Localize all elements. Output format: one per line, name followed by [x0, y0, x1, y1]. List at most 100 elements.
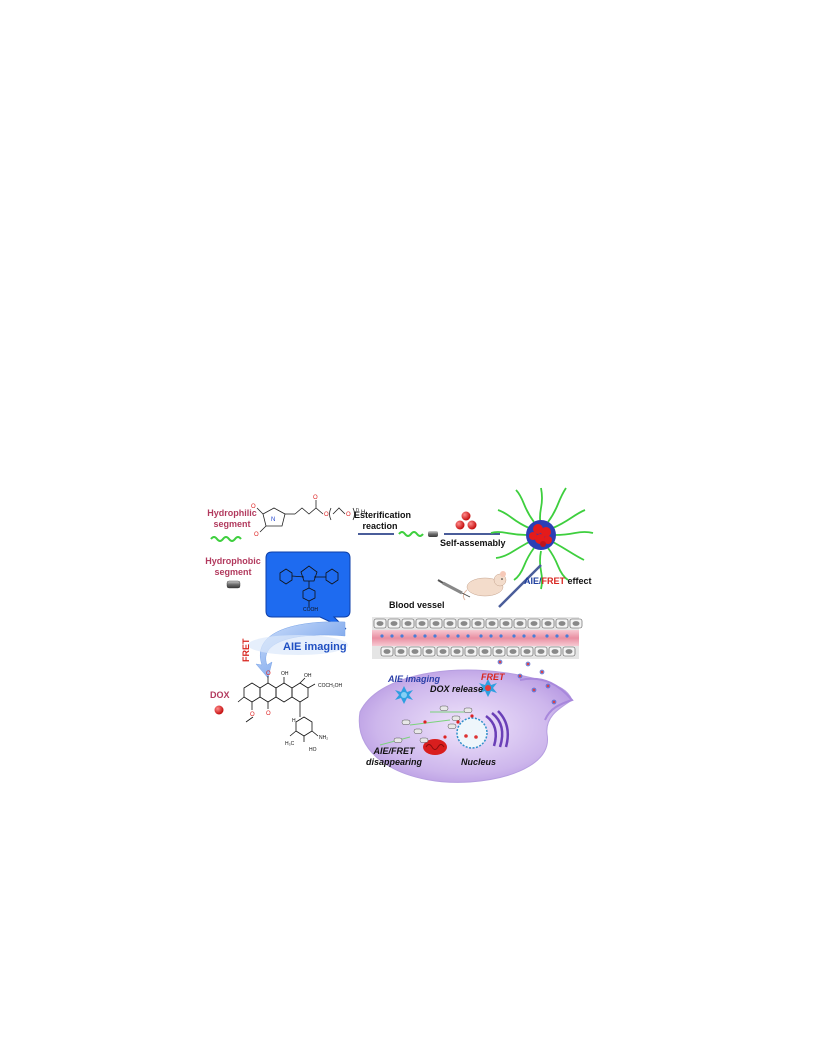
drug-capsule	[439, 705, 449, 711]
chem-ho-label: HO	[309, 747, 317, 753]
hydrophobic-segment-label: Hydrophobic segment	[205, 556, 261, 577]
vessel-particle	[390, 634, 394, 638]
aie-fret-effect-label: AIE/FRET effect	[524, 576, 592, 586]
released-dox-dot	[443, 735, 447, 739]
chem-cooch2oh-label: COCH₂OH	[318, 683, 343, 689]
released-dox-dot	[470, 714, 474, 718]
vessel-particles	[380, 634, 569, 638]
vessel-particle	[400, 634, 404, 638]
aie-box	[265, 551, 351, 630]
cell-membrane-fold	[519, 677, 574, 721]
drug-capsule	[393, 737, 403, 743]
dox-label: DOX	[210, 690, 230, 700]
endothelial-nucleus	[453, 649, 461, 654]
released-dox-dot	[423, 720, 427, 724]
endothelial-nucleus	[495, 649, 503, 654]
micelle-core	[526, 520, 556, 550]
blood-vessel-label: Blood vessel	[389, 600, 445, 610]
slash-text: /	[539, 576, 542, 586]
svg-text:N: N	[271, 517, 275, 523]
drug-capsule	[401, 719, 411, 725]
endothelial-nucleus	[390, 621, 398, 626]
nucleus	[456, 717, 488, 749]
aie-imaging-cell-label: AIE imaging	[388, 674, 441, 684]
fret-starburst-icon	[479, 679, 497, 697]
aie-molecule	[279, 565, 339, 607]
conjugate-capsule	[428, 531, 438, 537]
endothelial-nucleus	[397, 649, 405, 654]
endothelial-nucleus	[565, 649, 573, 654]
fret-cell-label: FRET	[481, 672, 505, 682]
endothelial-nucleus	[460, 621, 468, 626]
drug-capsule	[451, 715, 461, 721]
dox-dot	[467, 520, 477, 530]
vessel-particle	[532, 634, 536, 638]
extracellular-particle-core	[526, 662, 530, 666]
vessel-particle	[433, 634, 437, 638]
vessel-particle	[545, 634, 549, 638]
drug-capsule	[447, 723, 457, 729]
self-assembly-label: Self-assemably	[440, 538, 506, 548]
endothelial-nucleus	[432, 621, 440, 626]
endothelial-nucleus	[467, 649, 475, 654]
endothelial-nucleus	[509, 649, 517, 654]
chem-h3c-label: H₃C	[285, 741, 295, 747]
svg-text:O: O	[324, 512, 329, 518]
endothelial-nucleus	[411, 649, 419, 654]
extracellular-particle-core	[518, 674, 522, 678]
cell-particles	[393, 705, 474, 743]
endothelial-nucleus	[418, 621, 426, 626]
extracellular-particle-core	[546, 684, 550, 688]
fret-vertical-label: FRET	[241, 638, 251, 663]
extracellular-particle-core	[498, 660, 502, 664]
drug-capsule	[413, 728, 423, 734]
hydrophilic-segment-wave	[210, 536, 242, 542]
endothelial-nucleus	[516, 621, 524, 626]
aie-starburst-icon	[395, 686, 413, 704]
svg-text:O: O	[266, 711, 271, 717]
vessel-particle	[499, 634, 503, 638]
endothelial-nucleus	[544, 621, 552, 626]
endothelial-nucleus	[523, 649, 531, 654]
chem-h-label: H	[292, 718, 296, 724]
vessel-particle	[489, 634, 493, 638]
maleimide-peg-structure: O O O O O n H N	[251, 495, 365, 538]
endothelial-nucleus	[404, 621, 412, 626]
vessel-particle	[456, 634, 460, 638]
endothelial-nucleus	[376, 621, 384, 626]
chem-nh2-label: NH₂	[319, 735, 329, 741]
dox-dot	[455, 520, 465, 530]
vessel-particle	[479, 634, 483, 638]
vessel-particle	[413, 634, 417, 638]
aie-fret-disappearing-label: AIE/FRET disappearing	[365, 746, 422, 767]
endothelial-nucleus	[488, 621, 496, 626]
svg-text:O: O	[266, 671, 271, 677]
golgi-apparatus	[485, 710, 509, 748]
svg-text:O: O	[251, 504, 256, 510]
extracellular-particle-core	[532, 688, 536, 692]
svg-text:O: O	[254, 532, 259, 538]
endothelial-nucleus	[530, 621, 538, 626]
hydrophobic-segment-capsule	[226, 580, 241, 589]
dox-release-label: DOX release	[430, 684, 484, 694]
syringe-icon	[437, 579, 471, 598]
endothelial-nucleus	[425, 649, 433, 654]
vessel-particle	[565, 634, 569, 638]
mouse-illustration	[462, 571, 507, 601]
dox-structure: O O O	[237, 671, 319, 742]
dox-dot	[461, 511, 471, 521]
endothelial-cells	[373, 618, 583, 657]
endothelial-nucleus	[481, 649, 489, 654]
endothelial-nucleus	[446, 621, 454, 626]
drug-capsule	[463, 707, 473, 713]
svg-text:O: O	[346, 512, 351, 518]
endothelial-nucleus	[537, 649, 545, 654]
endothelial-nucleus	[383, 649, 391, 654]
extracellular-particle-core	[552, 700, 556, 704]
svg-text:O: O	[313, 495, 318, 501]
endothelial-nucleus	[558, 621, 566, 626]
extracellular-particle-core	[540, 670, 544, 674]
vessel-particle	[380, 634, 384, 638]
vessel-particle	[466, 634, 470, 638]
